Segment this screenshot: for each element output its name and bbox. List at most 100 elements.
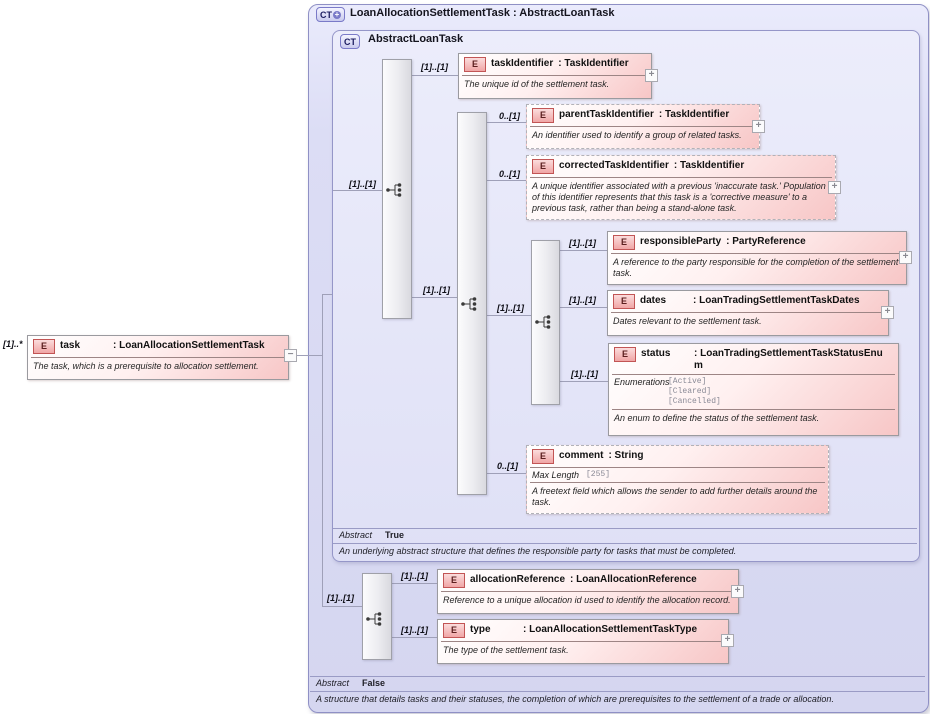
element-icon: E bbox=[613, 235, 635, 250]
connector-line bbox=[390, 583, 437, 584]
connector-line bbox=[322, 294, 332, 295]
inner-title: AbstractLoanTask bbox=[368, 33, 464, 45]
expand-button[interactable]: + bbox=[828, 181, 841, 194]
element-type: : LoanTradingSettlementTaskStatusEnum bbox=[694, 348, 883, 371]
element-type: : LoanAllocationSettlementTaskType bbox=[523, 624, 698, 635]
maxlength-value: [255] bbox=[586, 470, 611, 479]
connector-line bbox=[296, 355, 322, 356]
element-icon: E bbox=[614, 347, 636, 362]
expand-button[interactable]: + bbox=[645, 69, 658, 82]
connector-line bbox=[333, 190, 382, 191]
collapse-button[interactable]: − bbox=[284, 349, 297, 362]
divider bbox=[530, 177, 832, 178]
cardinality-type: [1]..[1] bbox=[401, 625, 428, 635]
divider bbox=[31, 357, 285, 358]
enumerations-label: Enumerations bbox=[614, 377, 670, 387]
divider bbox=[530, 482, 825, 483]
element-description: The task, which is a prerequisite to all… bbox=[33, 361, 259, 371]
sequence-icon bbox=[366, 612, 382, 626]
expand-button[interactable]: + bbox=[881, 306, 894, 319]
ct-badge-label: CT bbox=[320, 9, 332, 20]
connector-line bbox=[485, 122, 526, 123]
sequence-icon bbox=[461, 297, 477, 311]
abstract-label: Abstract bbox=[316, 678, 350, 688]
element-description: A unique identifier associated with a pr… bbox=[532, 181, 826, 213]
element-icon: E bbox=[443, 623, 465, 638]
element-description: The type of the settlement task. bbox=[443, 645, 569, 655]
element-icon: E bbox=[532, 449, 554, 464]
cardinality-inner-sequence: [1]..[1] bbox=[423, 285, 450, 295]
element-type: : LoanAllocationSettlementTask bbox=[113, 340, 265, 351]
element-description: A freetext field which allows the sender… bbox=[532, 486, 818, 507]
expand-button[interactable]: + bbox=[731, 585, 744, 598]
element-name: parentTaskIdentifier bbox=[559, 109, 654, 120]
sequence-group-bar bbox=[362, 573, 392, 660]
cardinality-allocationreference: [1]..[1] bbox=[401, 571, 428, 581]
cardinality-taskidentifier: [1]..[1] bbox=[421, 62, 448, 72]
abstract-label: Abstract bbox=[339, 530, 373, 540]
cardinality-detail-sequence: [1]..[1] bbox=[497, 303, 524, 313]
element-description: The unique id of the settlement task. bbox=[464, 79, 610, 89]
abstract-value: True bbox=[385, 530, 405, 540]
element-icon: E bbox=[464, 57, 486, 72]
divider bbox=[611, 253, 903, 254]
connector-line bbox=[390, 637, 437, 638]
element-icon: E bbox=[532, 159, 554, 174]
divider bbox=[333, 528, 917, 529]
element-name: allocationReference bbox=[470, 574, 566, 585]
element-description: An enum to define the status of the sett… bbox=[614, 413, 820, 423]
divider bbox=[310, 691, 925, 692]
outer-title: LoanAllocationSettlementTask : AbstractL… bbox=[350, 7, 615, 19]
element-type: : TaskIdentifier bbox=[673, 160, 745, 171]
inner-footer-description: An underlying abstract structure that de… bbox=[339, 546, 737, 556]
connector-line bbox=[485, 315, 531, 316]
element-description: An identifier used to identify a group o… bbox=[532, 130, 742, 140]
cardinality-parenttaskidentifier: 0..[1] bbox=[499, 111, 521, 121]
outer-footer-description: A structure that details tasks and their… bbox=[316, 694, 834, 704]
element-type: : LoanAllocationReference bbox=[570, 574, 697, 585]
connector-line bbox=[410, 297, 457, 298]
enumerations-row: Enumerations [Active] [Cleared] [Cancell… bbox=[609, 376, 898, 408]
cardinality-base-content: [1]..[1] bbox=[349, 179, 376, 189]
maxlength-label: Max Length bbox=[532, 470, 580, 480]
connector-line bbox=[485, 473, 526, 474]
element-icon: E bbox=[33, 339, 55, 354]
element-name: type bbox=[470, 624, 491, 635]
complextype-extension-icon: CT+ bbox=[316, 7, 345, 22]
ct-badge-label: CT bbox=[344, 36, 356, 47]
expand-button[interactable]: + bbox=[752, 120, 765, 133]
extension-plus-icon: + bbox=[333, 9, 341, 19]
divider bbox=[310, 676, 925, 677]
expand-button[interactable]: + bbox=[899, 251, 912, 264]
element-type: : PartyReference bbox=[726, 236, 806, 247]
divider bbox=[333, 543, 917, 544]
element-name: task bbox=[60, 340, 81, 351]
element-icon: E bbox=[443, 573, 465, 588]
divider bbox=[611, 312, 885, 313]
element-name: comment bbox=[559, 450, 604, 461]
abstract-value: False bbox=[362, 678, 386, 688]
cardinality-extension-sequence: [1]..[1] bbox=[327, 593, 354, 603]
divider bbox=[441, 641, 725, 642]
connector-line bbox=[558, 250, 607, 251]
element-description: Reference to a unique allocation id used… bbox=[443, 595, 731, 605]
connector-line bbox=[558, 381, 608, 382]
connector-line bbox=[322, 606, 362, 607]
connector-line bbox=[558, 307, 607, 308]
expand-button[interactable]: + bbox=[721, 634, 734, 647]
sequence-icon bbox=[535, 315, 551, 329]
cardinality-dates: [1]..[1] bbox=[569, 295, 596, 305]
cardinality-status: [1]..[1] bbox=[571, 369, 598, 379]
element-type: : TaskIdentifier bbox=[558, 58, 629, 69]
